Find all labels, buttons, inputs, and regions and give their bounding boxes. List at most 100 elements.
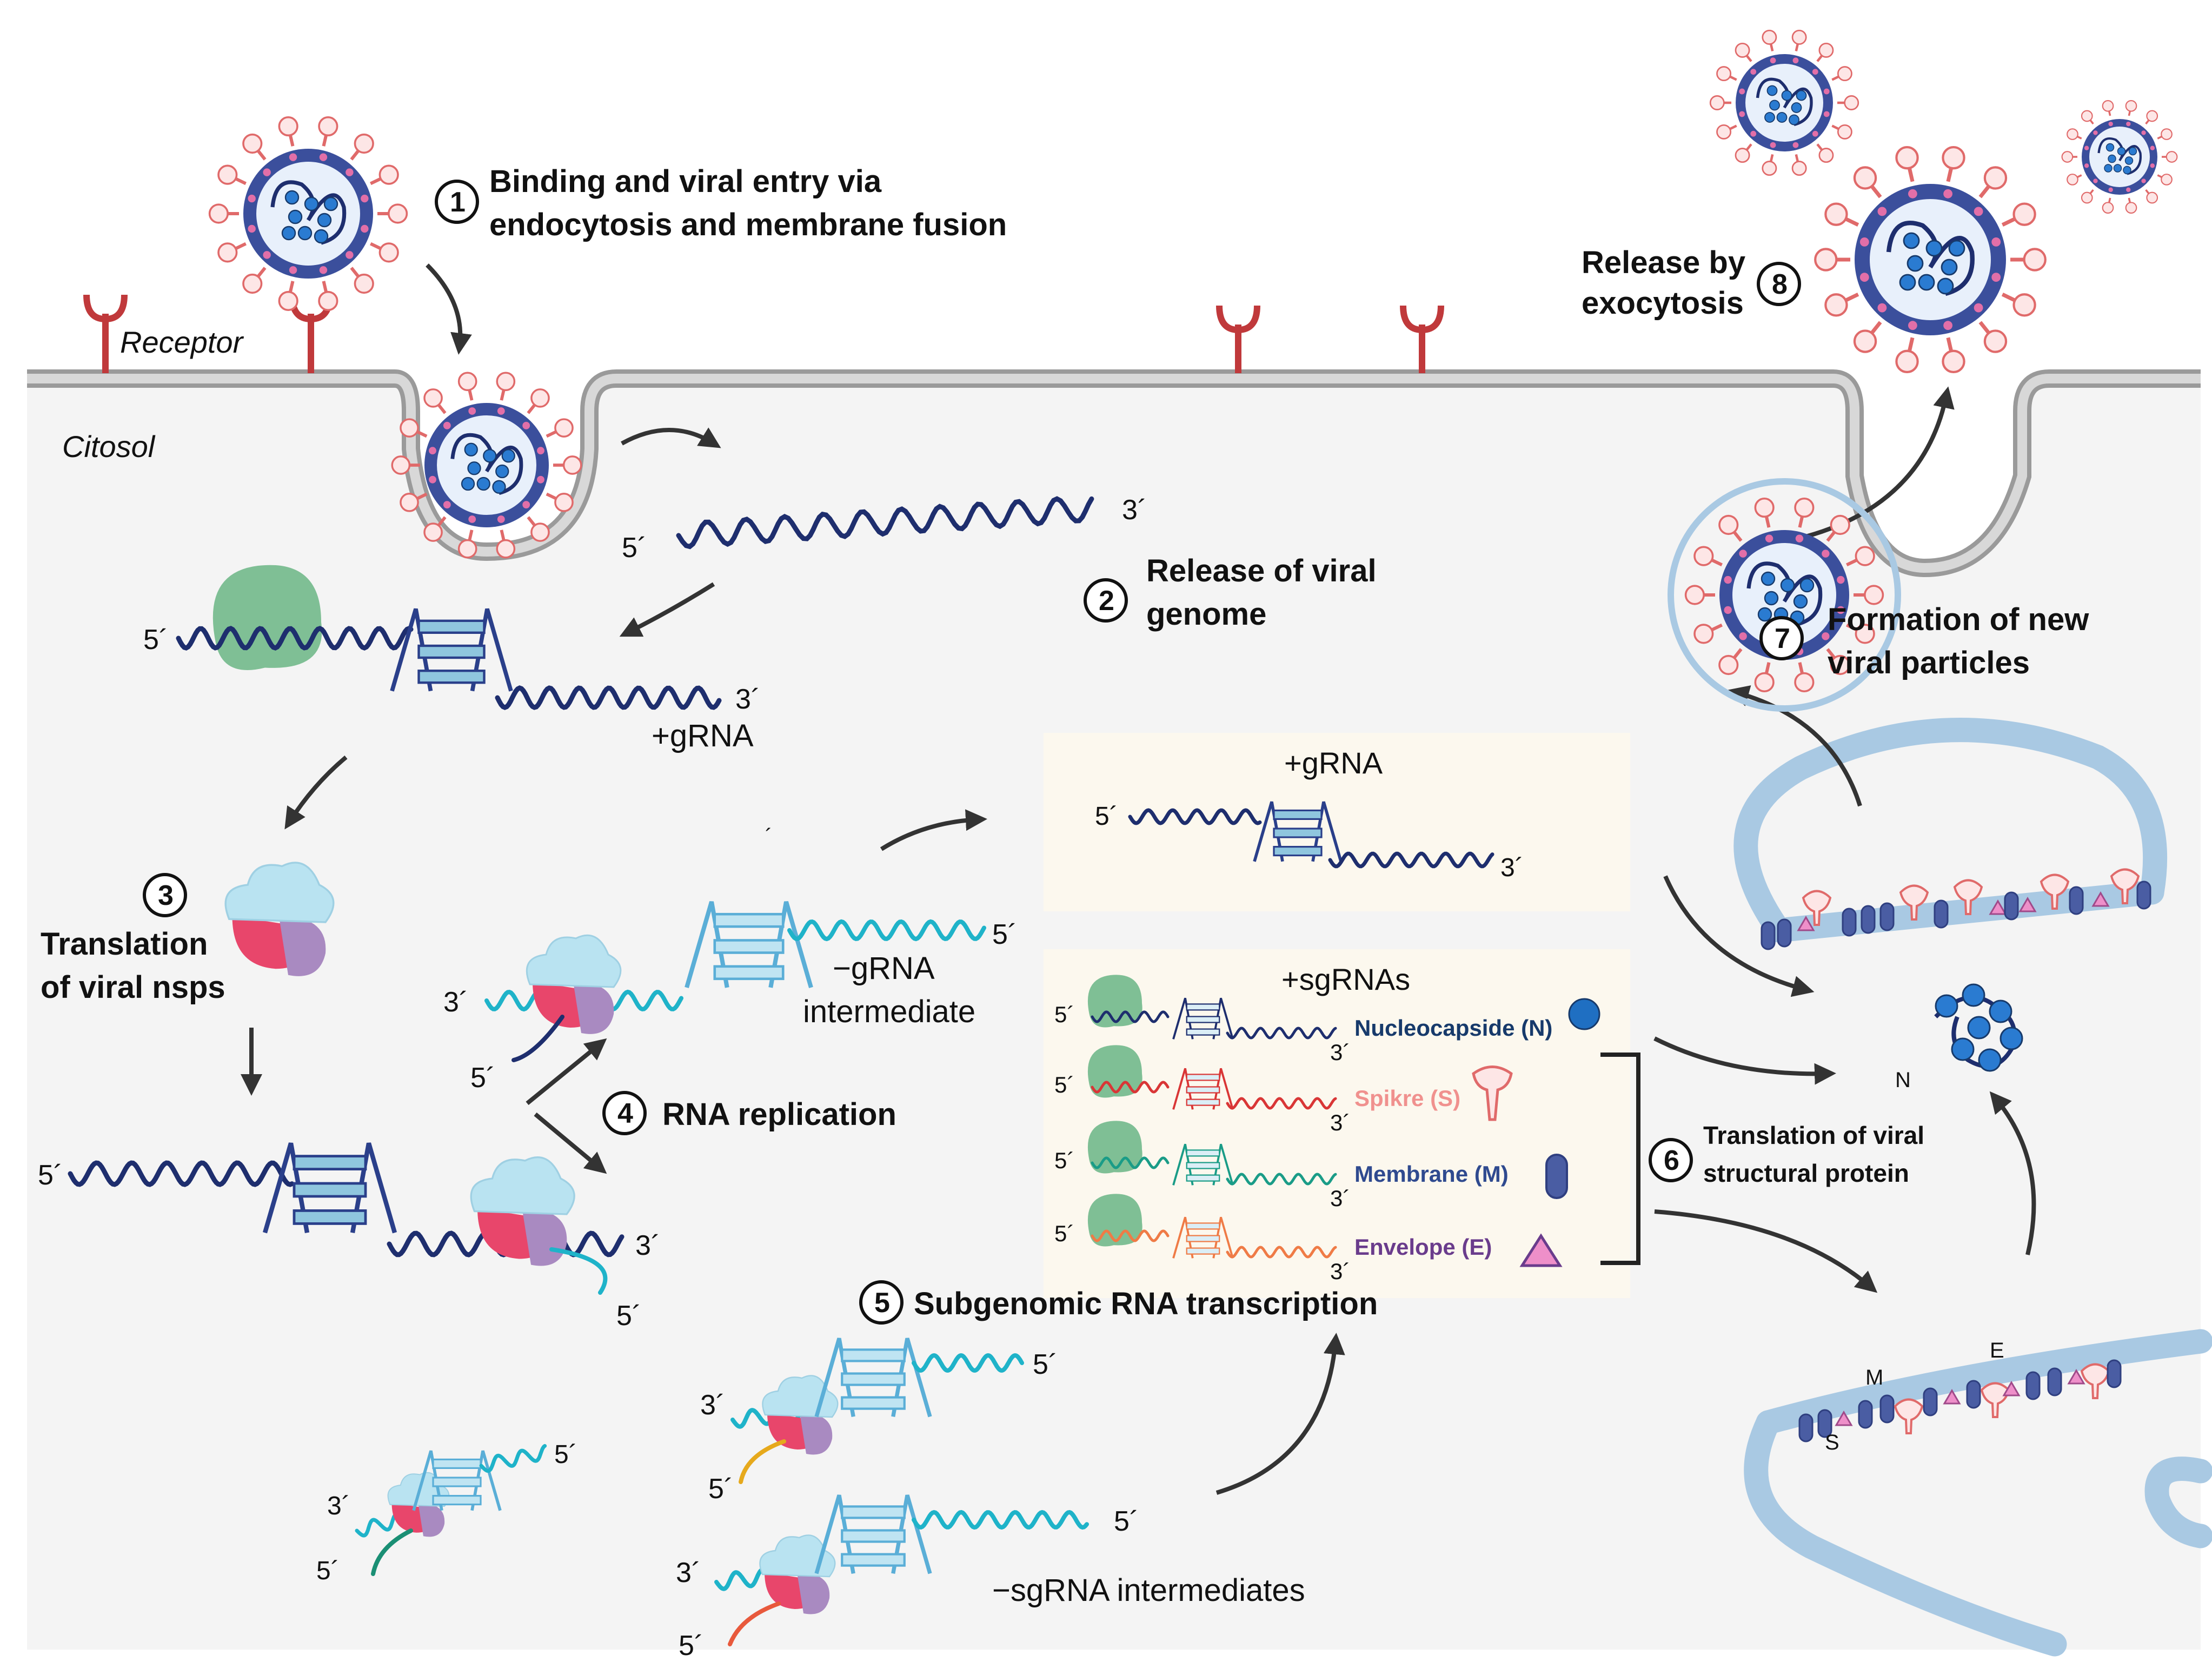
pseudoknot-loop [814,1338,855,1418]
gRNA-plus-label: +gRNA [652,718,754,753]
spike-head [2081,110,2093,122]
nucleocapsid-protein [1764,591,1779,606]
nucleocapsid-protein [1989,1000,2012,1023]
er-membrane [1733,718,2168,943]
arrow [1727,685,1862,807]
nucleocapsid-protein [1776,112,1788,123]
spike-head [354,133,374,154]
step-label: Subgenomic RNA transcription [914,1286,1378,1321]
viral-interior [1870,199,1991,320]
spike-protein-icon [2080,1363,2110,1399]
pseudoknot-stem [417,644,486,659]
step-label: Release of viral [1146,553,1377,588]
nucleocapsid-protein [1978,1048,2002,1072]
spike-head [2061,151,2074,163]
envelope-protein [263,251,271,259]
nucleocapsid-protein [1791,102,1802,113]
envelope-protein [1823,88,1830,95]
spike-head [554,418,574,438]
spike-head [1824,202,1848,226]
nucleocapsid-protein [1796,90,1807,101]
envelope-protein [1792,57,1799,64]
spike-head [1735,42,1750,58]
protein-label: Nucleocapside (N) [1354,1015,1552,1041]
envelope-protein [429,447,436,455]
replicase-icon [224,862,335,976]
spike-head [1814,248,1838,272]
rna-strand [1091,1010,1170,1023]
virion-icon [208,116,408,312]
envelope-protein [1877,207,1887,216]
er-membrane [2144,1457,2212,1548]
envelope-protein [1908,189,1917,198]
nucleocapsid-protein [2123,166,2131,175]
envelope-protein [1991,273,2001,282]
spike-head [1693,546,1714,566]
envelope-protein [2084,145,2089,150]
spike-head [2023,248,2047,272]
spike-head [1718,654,1739,676]
ribosome-icon [1087,1194,1142,1247]
pseudoknot-stem [841,1396,906,1410]
pseudoknot-loop [685,901,729,989]
spike-head [1824,293,1848,317]
step-number: 3 [158,880,174,911]
pseudoknot-icon [1172,1143,1234,1186]
envelope-protein-icon [2018,897,2037,912]
plasma-membrane-inner [27,374,2201,573]
three-prime-label: 3´ [1122,494,1147,526]
receptor-icon [1216,305,1260,373]
replicase-cap [224,862,335,923]
membrane-protein-icon [1861,905,1876,934]
step-label: RNA replication [662,1097,896,1132]
viral-interior [1732,543,1836,647]
pseudoknot-loop [1172,997,1194,1040]
nucleocapsid-protein [1761,571,1776,586]
citosol-label: Citosol [62,429,156,464]
nucleocapsid-protein [1937,277,1954,295]
membrane-protein-icon [1966,1380,1981,1409]
gRNA-minus-label: −gRNA [833,951,935,986]
envelope-protein [1837,606,1845,614]
step-label: Formation of new [1828,602,2089,637]
capsule-icon [1545,1154,1568,1199]
membrane-protein-icon [1798,1413,1814,1442]
spike-head [1791,29,1807,45]
envelope-protein [1822,632,1830,640]
rna-strand [1091,1229,1170,1242]
envelope-protein [2084,163,2089,168]
spike-head [1754,672,1775,693]
pseudoknot-stem [1186,1247,1220,1255]
vesicle-membrane [1668,478,1901,712]
spike-head [208,203,229,224]
nucleocapsid-protein [1757,607,1772,622]
envelope-protein [497,515,505,523]
spike-head [457,372,477,392]
step-number-badge [435,180,479,224]
arrow [1215,1333,1345,1495]
spike-head [2161,128,2173,140]
envelope-protein [1877,303,1887,313]
pseudoknot-loop [1311,801,1343,862]
spike-head [1830,654,1850,676]
nascent-rna [739,1439,786,1484]
pseudoknot-icon [1172,1068,1234,1110]
envelope-protein [2150,163,2155,168]
ribosome-icon [1087,1121,1142,1174]
e-label: E [1990,1339,2004,1362]
pseudoknot-loop [1212,1143,1234,1186]
envelope-protein [2108,187,2113,193]
replicase-cap [759,1534,836,1578]
membrane-protein-icon [1934,899,1949,929]
spike-head [1716,66,1732,82]
receptor-label: Receptor [120,325,244,359]
rna-strand [1128,808,1262,825]
pseudoknot-loop [1172,1216,1194,1259]
envelope-protein [361,194,369,203]
nucleocapsid-protein [1793,594,1808,609]
spike-head [562,455,582,475]
spike-head [1735,148,1750,163]
nucleocapsid-protein [281,226,296,241]
spike-head [387,203,408,224]
rna-strand [1226,1027,1337,1040]
